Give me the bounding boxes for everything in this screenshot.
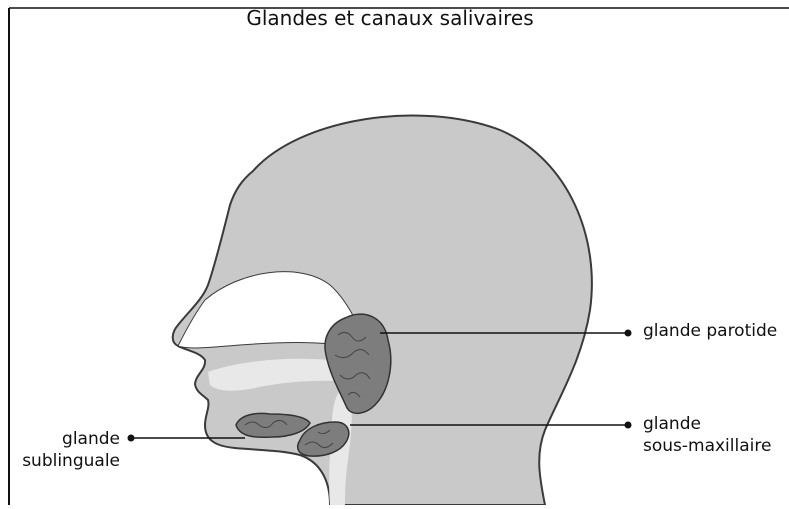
label-submandibular-line2: sous-maxillaire [643,435,771,457]
label-sublingual-line2: sublinguale [10,450,120,472]
parotid-leader-dot [625,330,632,337]
label-sublingual: glande sublinguale [10,428,120,472]
submandibular-leader-dot [625,422,632,429]
label-parotid: glande parotide [643,320,777,342]
label-submandibular-line1: glande [643,413,771,435]
label-submandibular: glande sous-maxillaire [643,413,771,457]
diagram-title: Glandes et canaux salivaires [150,6,630,30]
label-sublingual-line1: glande [10,428,120,450]
sublingual-leader-dot [128,435,135,442]
